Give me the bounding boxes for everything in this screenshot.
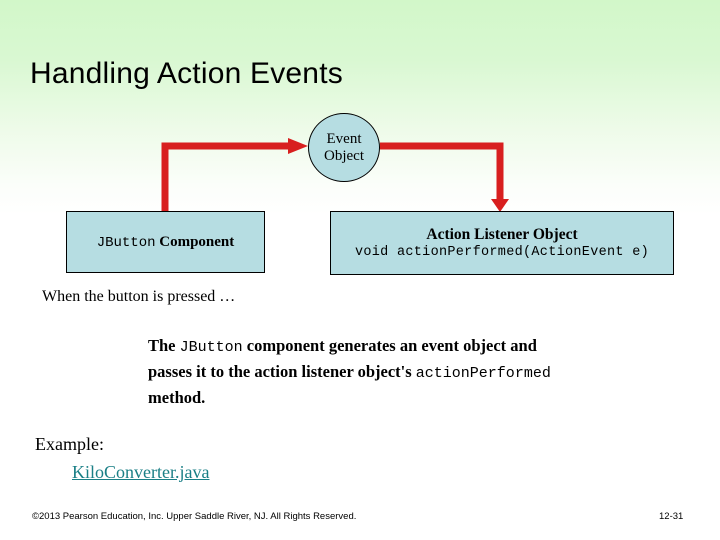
action-listener-signature: void actionPerformed(ActionEvent e): [354, 245, 650, 260]
jbutton-component-node: JButton Component: [66, 211, 265, 273]
paragraph-code-actionperformed: actionPerformed: [415, 365, 551, 382]
jbutton-component-label: JButton Component: [97, 234, 235, 251]
paragraph-part-2: component generates an event object and …: [148, 336, 537, 381]
footer-slide-number: 12-31: [659, 511, 684, 522]
example-label: Example:: [35, 434, 104, 454]
arrow-jbutton-to-event-object: [161, 138, 308, 212]
example-file-link[interactable]: KiloConverter.java: [72, 462, 210, 482]
footer-copyright: ©2013 Pearson Education, Inc. Upper Sadd…: [32, 511, 357, 522]
arrow-event-object-to-listener: [380, 142, 509, 212]
jbutton-code-label: JButton: [96, 234, 156, 251]
paragraph-part-3: method.: [148, 388, 206, 407]
action-listener-title: Action Listener Object: [426, 226, 578, 243]
paragraph-code-jbutton: JButton: [179, 339, 243, 356]
event-object-line1: Event: [326, 130, 362, 147]
event-object-node: Event Object: [308, 113, 380, 182]
pressed-caption: When the button is pressed …: [42, 288, 236, 305]
action-listener-object-node: Action Listener Object void actionPerfor…: [330, 211, 674, 275]
page-title: Handling Action Events: [30, 57, 343, 90]
event-handling-diagram: Event Object JButton Component Action Li…: [66, 113, 674, 275]
event-object-line2: Object: [324, 147, 364, 164]
jbutton-text-label: Component: [155, 233, 235, 250]
paragraph-part-1: The: [148, 336, 180, 355]
diagram-arrows: [161, 138, 509, 212]
explanation-paragraph: The JButton component generates an event…: [148, 334, 568, 410]
